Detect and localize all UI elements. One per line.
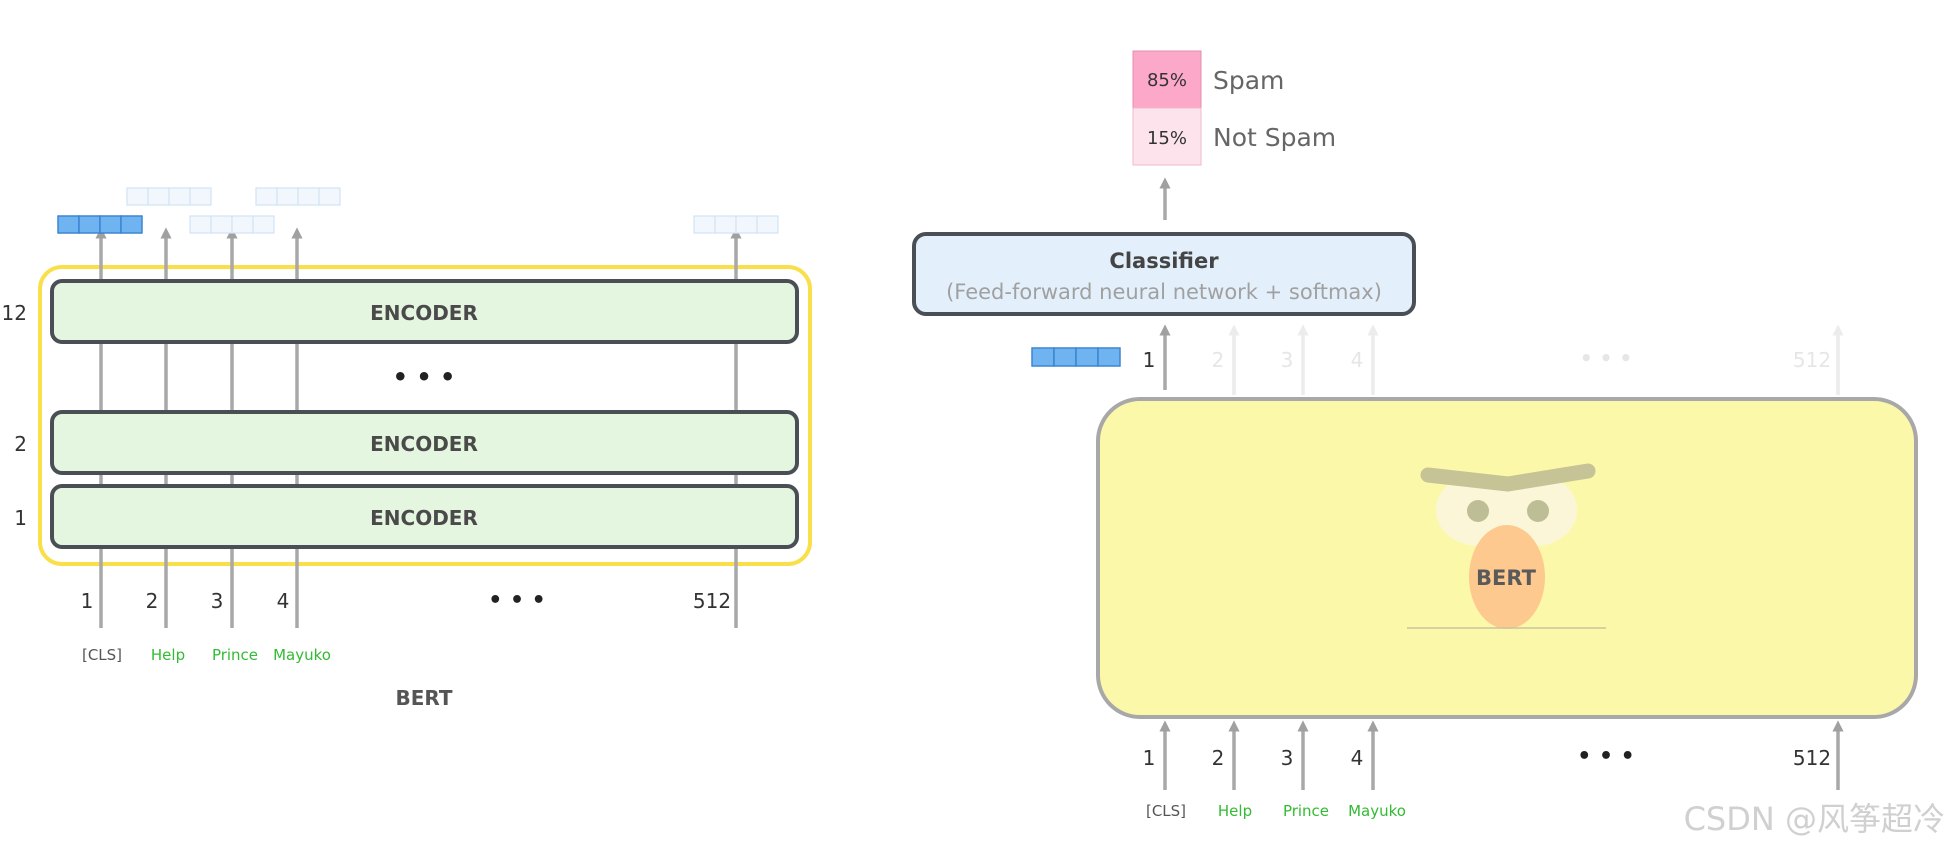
token-label: Mayuko — [1348, 802, 1406, 820]
position-label: 3 — [211, 589, 224, 613]
output-position-label: 4 — [1351, 348, 1364, 372]
positions-ellipsis: • • • — [488, 588, 546, 613]
encoder-layer-1: ENCODER — [50, 484, 799, 549]
input-position-label: 512 — [1793, 746, 1831, 770]
classifier-title: Classifier — [1109, 249, 1219, 273]
encoder-stack-highlight — [38, 265, 812, 566]
token-label: Prince — [212, 646, 258, 664]
token-label: Help — [151, 646, 185, 664]
encoder-label: ENCODER — [370, 301, 478, 325]
encoder-layer-12: ENCODER — [50, 279, 799, 344]
token-label: [CLS] — [82, 646, 122, 664]
faint-output-arrows — [1228, 324, 1844, 395]
layer-index-2: 2 — [14, 432, 27, 456]
encoder-layer-2: ENCODER — [50, 410, 799, 475]
output-positions-ellipsis: • • • — [1580, 346, 1632, 370]
input-position-label: 3 — [1281, 746, 1294, 770]
classifier-subtitle: (Feed-forward neural network + softmax) — [946, 280, 1382, 304]
watermark: CSDN @风筝超冷 — [1684, 800, 1945, 838]
output-vector-prince — [189, 215, 275, 234]
output-vector-512 — [693, 215, 779, 234]
layer-ellipsis: • • • — [393, 363, 456, 391]
bert-box: BERT — [1096, 397, 1918, 719]
bert-label: BERT — [1476, 566, 1537, 590]
right-panel: 85% Spam 15% Not Spam Classifier (Feed-f… — [912, 50, 1918, 820]
not-spam-label: Not Spam — [1213, 123, 1336, 152]
output-spam: 85% Spam — [1132, 50, 1284, 109]
output-position-label: 3 — [1281, 348, 1294, 372]
token-label: Prince — [1283, 802, 1329, 820]
left-panel: ENCODER ENCODER ENCODER 12 2 1 • • • — [2, 187, 812, 710]
layer-index-12: 12 — [2, 301, 27, 325]
input-position-label: 4 — [1351, 746, 1364, 770]
output-position-label: 2 — [1212, 348, 1225, 372]
classifier-box: Classifier (Feed-forward neural network … — [912, 232, 1416, 316]
encoder-label: ENCODER — [370, 506, 478, 530]
output-not-spam: 15% Not Spam — [1132, 107, 1336, 166]
input-position-label: 2 — [1212, 746, 1225, 770]
output-position-label: 1 — [1143, 348, 1156, 372]
position-label: 4 — [277, 589, 290, 613]
token-label: Mayuko — [273, 646, 331, 664]
input-positions-ellipsis: • • • — [1577, 744, 1635, 769]
output-vector-help — [126, 187, 212, 206]
output-vector-cls — [57, 215, 143, 234]
token-label: [CLS] — [1146, 802, 1186, 820]
output-position-label: 512 — [1793, 348, 1831, 372]
left-caption: BERT — [395, 686, 452, 710]
not-spam-percent: 15% — [1147, 128, 1187, 149]
spam-percent: 85% — [1147, 70, 1187, 91]
input-position-label: 1 — [1143, 746, 1156, 770]
token-label: Help — [1218, 802, 1252, 820]
input-arrows — [1159, 720, 1844, 790]
bert-face-icon — [1407, 463, 1606, 629]
position-label: 1 — [81, 589, 94, 613]
layer-index-1: 1 — [14, 506, 27, 530]
cls-output-vector — [1031, 347, 1121, 367]
encoder-label: ENCODER — [370, 432, 478, 456]
output-vector-mayuko — [255, 187, 341, 206]
position-label: 512 — [693, 589, 731, 613]
spam-label: Spam — [1213, 66, 1284, 95]
position-label: 2 — [146, 589, 159, 613]
